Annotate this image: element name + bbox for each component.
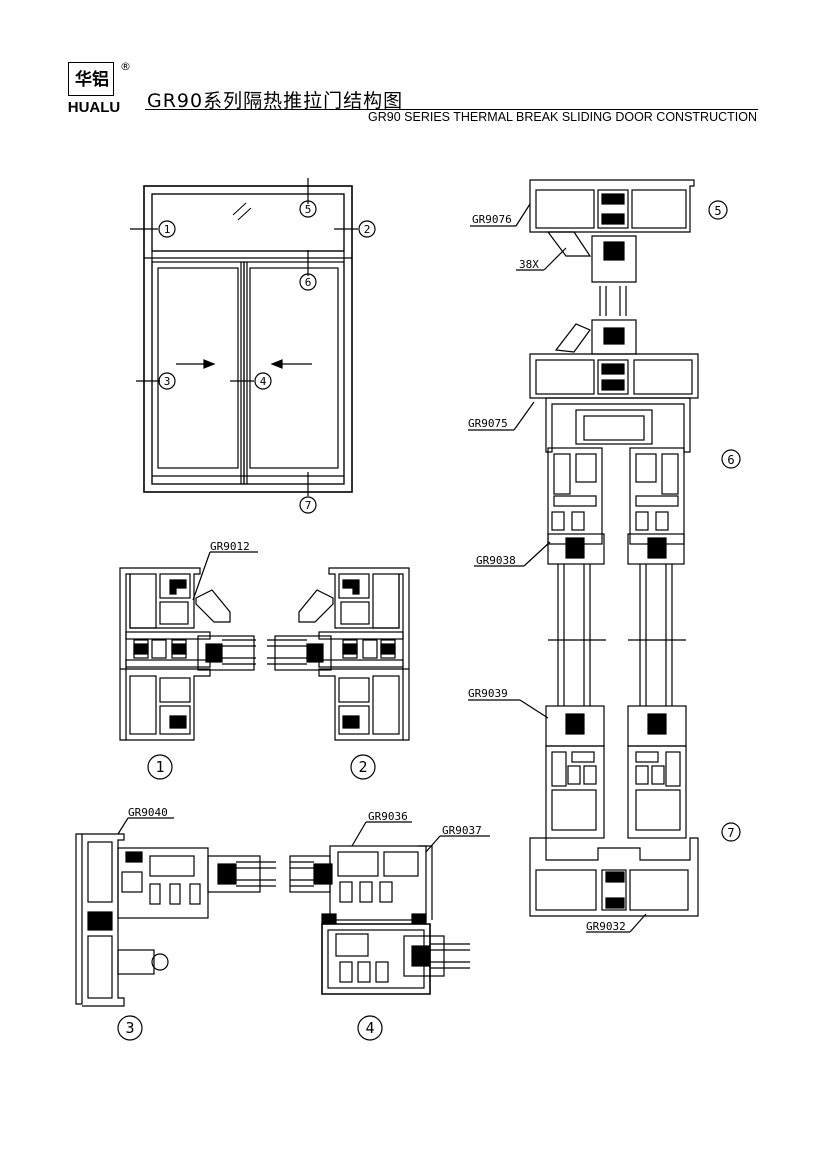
section-4: [289, 821, 490, 995]
logo-frame: 华铝: [68, 62, 114, 96]
door-elevation: [130, 178, 376, 514]
label-gr9039: GR9039: [468, 687, 508, 700]
section-label-3: 3: [125, 1019, 134, 1037]
label-gr9012: GR9012: [210, 540, 250, 553]
section-label-6: 6: [727, 453, 734, 467]
elevation-marker-1: 1: [164, 223, 171, 236]
label-gr9036: GR9036: [368, 810, 408, 823]
section-7-circle: [721, 822, 741, 842]
elevation-marker-6: 6: [305, 276, 312, 289]
section-4-circle: [357, 1015, 383, 1041]
title-chinese: GR90系列隔热推拉门结构图: [147, 90, 404, 112]
logo-chinese: 华铝: [75, 70, 109, 90]
label-gr9038: GR9038: [476, 554, 516, 567]
elevation-marker-3: 3: [164, 375, 171, 388]
logo-english: HUALU: [67, 99, 121, 116]
label-38x: 38X: [519, 258, 539, 271]
sash-head-right: [627, 447, 685, 565]
section-label-4: 4: [365, 1019, 374, 1037]
section-label-5: 5: [714, 204, 721, 218]
elevation-marker-4: 4: [260, 375, 267, 388]
sash-head-left: [547, 447, 605, 565]
section-labels: 1 2 3 4 5 6 7: [125, 204, 734, 1037]
label-gr9076: GR9076: [472, 213, 512, 226]
sash-bottom-left: [545, 705, 605, 839]
elevation-marker-5: 5: [305, 203, 312, 216]
section-label-7: 7: [727, 826, 734, 840]
section-1-circle: [147, 754, 173, 780]
elevation-marker-labels: 5 1 2 6 3 4 7: [164, 203, 371, 512]
vertical-section: [468, 179, 699, 933]
label-gr9037: GR9037: [442, 824, 482, 837]
section-2: [267, 567, 410, 741]
section-5-circle: [708, 200, 728, 220]
section-3-circle: [117, 1015, 143, 1041]
brand-logo: 华铝 HUALU ®: [64, 60, 131, 120]
section-3: [75, 817, 276, 1007]
section-1: [119, 551, 258, 741]
section-label-2: 2: [358, 758, 367, 776]
title-english: GR90 SERIES THERMAL BREAK SLIDING DOOR C…: [368, 110, 757, 124]
title-underline: [145, 109, 758, 110]
elevation-marker-2: 2: [364, 223, 371, 236]
registered-mark: ®: [120, 60, 131, 73]
label-gr9075: GR9075: [468, 417, 508, 430]
elevation-marker-7: 7: [305, 499, 312, 512]
part-labels: GR9012 GR9040 GR9036 GR9037 GR9076 38X G…: [128, 213, 626, 933]
sash-bottom-right: [627, 705, 687, 839]
section-label-1: 1: [155, 758, 164, 776]
section-6-circle: [721, 449, 741, 469]
label-gr9032: GR9032: [586, 920, 626, 933]
label-gr9040: GR9040: [128, 806, 168, 819]
section-2-circle: [350, 754, 376, 780]
